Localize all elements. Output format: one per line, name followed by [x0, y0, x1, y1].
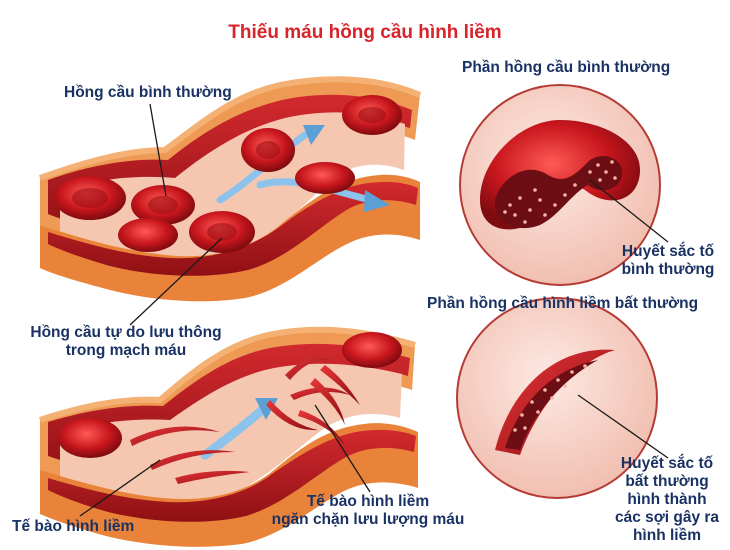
- sickle-cell: [130, 426, 220, 446]
- red-blood-cell: [342, 332, 402, 368]
- sickle-cell-cross-section: [456, 297, 658, 499]
- flow-arrowhead-2: [364, 190, 390, 212]
- normal-cell-cross-section: [459, 84, 661, 286]
- label-abnormal-hemoglobin-line1: Huyết sắc tố: [620, 455, 714, 472]
- sickle-cell: [150, 450, 235, 470]
- label-normal-hemoglobin-line2: bình thường: [621, 261, 715, 278]
- hemoglobin-dots: [503, 160, 617, 224]
- sickle-cell: [320, 365, 360, 405]
- sickle-cell: [310, 378, 345, 425]
- label-abnormal-hemoglobin-line2: bất thường: [625, 473, 709, 490]
- label-sickle-cell: Tế bào hình liềm: [12, 518, 135, 535]
- label-sickle-block: Tế bào hình liềm ngăn chặn lưu lượng máu: [258, 493, 478, 529]
- flow-arrowhead-1: [303, 125, 325, 145]
- label-free-flow-line1: Hồng cầu tự do lưu thông: [30, 324, 222, 341]
- label-normal-cell: Hồng cầu bình thường: [64, 84, 232, 101]
- label-sickle-section-title: Phần hồng cầu hình liềm bất thường: [427, 295, 699, 312]
- red-blood-cell: [295, 162, 355, 194]
- red-blood-cell: [118, 218, 178, 252]
- sickle-cell: [266, 400, 318, 431]
- sickle-cell: [175, 470, 250, 484]
- label-abnormal-hemoglobin-line3: hình thành: [627, 491, 707, 508]
- diagram-title: Thiếu máu hồng cầu hình liềm: [228, 22, 502, 43]
- sickle-cell: [298, 410, 345, 445]
- label-free-flow-line2: trong mạch máu: [65, 342, 187, 359]
- label-sickle-block-line2: ngăn chặn lưu lượng máu: [271, 511, 465, 528]
- label-abnormal-hemoglobin-line4: các sợi gây ra: [614, 509, 720, 526]
- label-normal-hemoglobin-line1: Huyết sắc tố: [621, 243, 715, 260]
- sickle-cells: [58, 332, 402, 484]
- leader-lines: [79, 103, 669, 517]
- normal-blood-cells: [54, 95, 402, 253]
- label-abnormal-hemoglobin: Huyết sắc tố bất thường hình thành các s…: [608, 455, 726, 545]
- red-blood-cell: [58, 418, 122, 458]
- label-free-flow: Hồng cầu tự do lưu thông trong mạch máu: [10, 324, 242, 360]
- sickle-cell: [290, 387, 350, 400]
- label-normal-section-title: Phần hồng cầu bình thường: [462, 59, 671, 76]
- label-normal-hemoglobin: Huyết sắc tố bình thường: [612, 243, 724, 279]
- sickle-cell: [285, 357, 330, 380]
- label-sickle-block-line1: Tế bào hình liềm: [306, 493, 430, 510]
- label-abnormal-hemoglobin-line5: hình liềm: [632, 527, 702, 544]
